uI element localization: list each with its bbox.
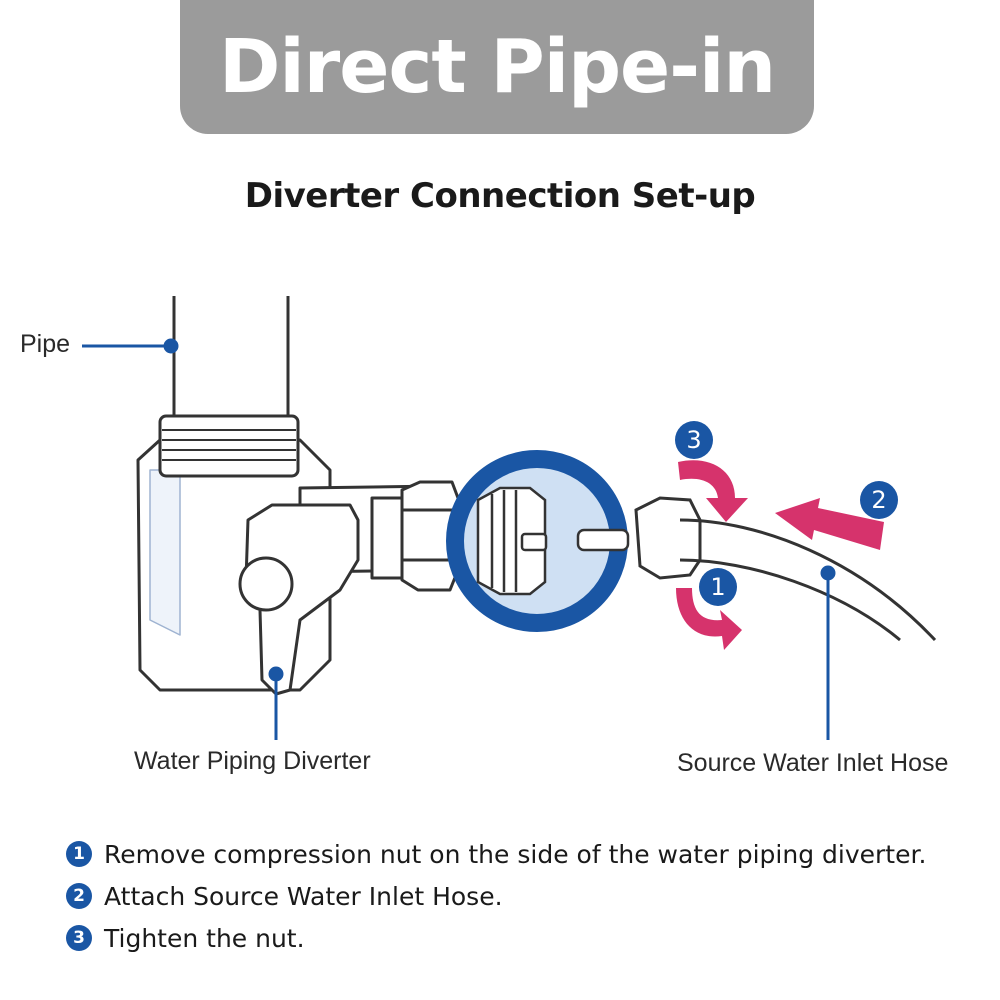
diagram-subtitle: Diverter Connection Set-up [244,176,756,216]
instruction-step: 3 Tighten the nut. [66,917,926,959]
rotation-arrow-tighten [678,460,748,522]
label-hose: Source Water Inlet Hose [677,749,949,777]
leader-lines [82,338,836,740]
pipe-illustration [172,296,290,420]
diverter-body [136,414,460,696]
title-banner: Direct Pipe-in [180,0,814,134]
label-pipe: Pipe [20,330,71,358]
instruction-step: 2 Attach Source Water Inlet Hose. [66,875,926,917]
step-number-3: 3 [66,925,92,951]
inlet-hose [679,518,937,642]
page-title: Direct Pipe-in [219,24,776,110]
compression-nut [634,496,702,580]
rotation-arrow-remove [676,588,742,650]
step-text-1: Remove compression nut on the side of th… [104,839,927,869]
step-badge-3: 3 [675,421,713,459]
push-arrow [775,498,884,550]
step-number-2: 2 [66,883,92,909]
step-number-1: 1 [66,841,92,867]
magnified-detail [446,450,630,632]
step-text-3: Tighten the nut. [104,923,305,953]
step-text-2: Attach Source Water Inlet Hose. [104,881,503,911]
step-badge-2: 2 [860,481,898,519]
instruction-step: 1 Remove compression nut on the side of … [66,833,926,875]
step-badge-1: 1 [699,568,737,606]
label-diverter: Water Piping Diverter [134,747,371,775]
instruction-steps: 1 Remove compression nut on the side of … [66,833,926,959]
